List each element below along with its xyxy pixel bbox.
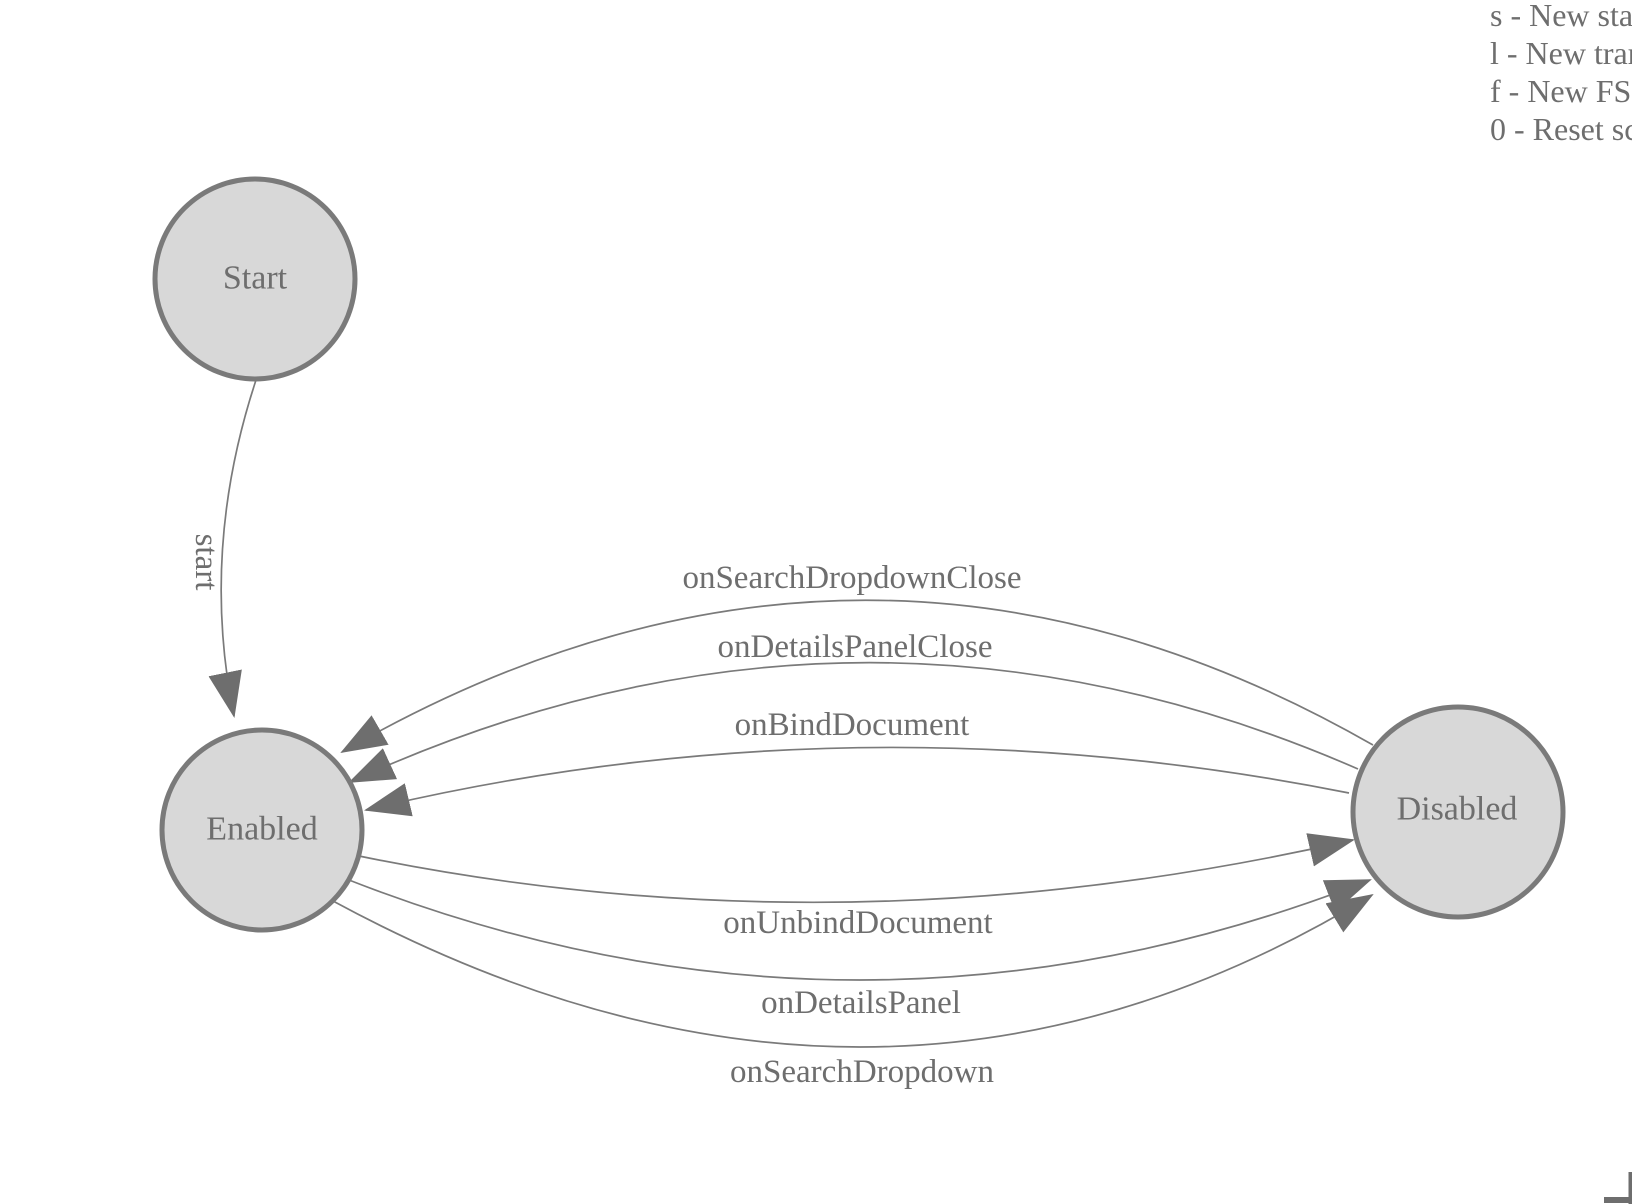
transition-label: onBindDocument [735, 707, 970, 743]
transition-start-path[interactable] [208, 379, 257, 718]
shortcut-legend: s - New stat l - New tran f - New FSM 0 … [1490, 0, 1632, 148]
state-node-enabled[interactable]: Enabled [159, 727, 365, 933]
state-label-start: Start [223, 260, 288, 297]
transition-onSearchDropdownClose[interactable]: onSearchDropdownClose [340, 560, 1374, 753]
transition-onBindDocument[interactable]: onBindDocument [364, 707, 1350, 817]
transition-onDetailsPanel[interactable]: onDetailsPanel [348, 879, 1372, 1021]
transition-onDetailsPanel-path[interactable] [348, 879, 1372, 981]
transition-onUnbindDocument[interactable]: onUnbindDocument [358, 833, 1355, 941]
transition-onSearchDropdown[interactable]: onSearchDropdown [332, 893, 1374, 1090]
legend-line-new-fsm: f - New FSM [1490, 73, 1632, 109]
transition-onSearchDropdownClose-path[interactable] [340, 599, 1374, 753]
state-circle-start[interactable] [152, 176, 358, 382]
transition-start[interactable]: start [188, 379, 257, 718]
legend-line-reset: 0 - Reset sc [1490, 111, 1632, 147]
state-node-disabled[interactable]: Disabled [1350, 704, 1566, 920]
transition-onSearchDropdown-path[interactable] [332, 893, 1374, 1048]
legend-line-new-transition: l - New tran [1490, 35, 1632, 71]
state-node-start[interactable]: Start [152, 176, 358, 382]
transition-label: onDetailsPanelClose [718, 629, 993, 665]
canvas-corner-mark [1604, 1172, 1632, 1204]
state-label-enabled: Enabled [206, 811, 317, 848]
transition-onDetailsPanelClose[interactable]: onDetailsPanelClose [348, 629, 1359, 783]
state-circle-enabled[interactable] [159, 727, 365, 933]
transition-label: onSearchDropdown [730, 1054, 994, 1090]
transition-label: onSearchDropdownClose [682, 560, 1021, 596]
transition-onDetailsPanelClose-path[interactable] [348, 661, 1359, 783]
transition-label: start [188, 534, 224, 591]
transition-onUnbindDocument-path[interactable] [358, 833, 1355, 904]
state-circle-disabled[interactable] [1350, 704, 1566, 920]
state-label-disabled: Disabled [1397, 791, 1518, 828]
transition-label: onDetailsPanel [761, 985, 961, 1021]
transition-onBindDocument-path[interactable] [364, 746, 1350, 817]
legend-line-new-state: s - New stat [1490, 0, 1632, 33]
transition-label: onUnbindDocument [723, 905, 992, 941]
